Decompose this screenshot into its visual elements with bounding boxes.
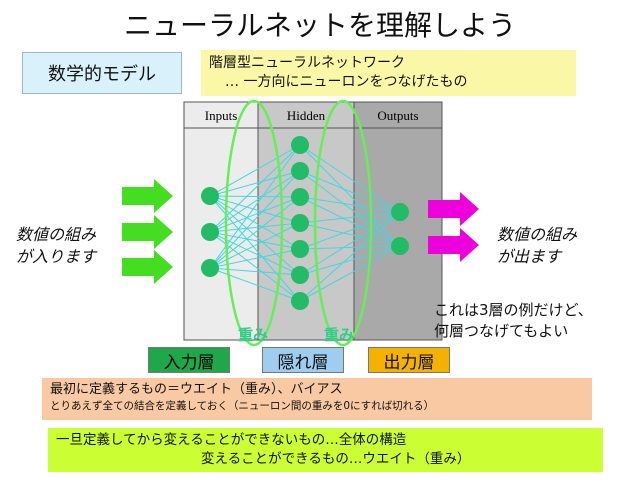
inputs-header: Inputs [205, 108, 238, 123]
weight-label-2: 重み [324, 326, 354, 344]
output-arrow [428, 228, 479, 262]
input-layer-label: 入力層 [148, 347, 230, 373]
input-arrow [122, 179, 173, 213]
layer-example-line: これは3層の例だけど、 [434, 301, 593, 319]
note-line-1: 階層型ニューラルネットワーク [209, 55, 405, 71]
edge [299, 144, 401, 213]
input-description: 数値の組み が入ります [16, 224, 96, 268]
edge [209, 195, 301, 224]
edge [299, 222, 401, 247]
layer-example-line: 何層つなげてもよい [434, 322, 569, 340]
outputs-header: Outputs [377, 108, 418, 123]
input-node [201, 223, 219, 241]
edge [209, 231, 301, 302]
network-diagram: Inputs Hidden Outputs 重み 重み [122, 99, 479, 347]
input-arrow [122, 250, 173, 284]
output-node [391, 203, 409, 221]
input-node [201, 187, 219, 205]
edge [299, 211, 401, 302]
model-label-box: 数学的モデル [22, 52, 182, 94]
page-title: ニューラルネットを理解しよう [123, 9, 516, 42]
input-node [201, 259, 219, 277]
hidden-node [291, 240, 309, 258]
output-arrow [428, 192, 479, 226]
edge [209, 170, 301, 197]
definition-box: 最初に定義するもの＝ウエイト（重み）、バイアス とりあえず全ての結合を定義してお… [42, 378, 592, 420]
weight-ellipse-2 [313, 99, 373, 347]
input-description-line: 数値の組み [16, 225, 97, 244]
output-description: 数値の組み が出ます [497, 224, 577, 268]
edge [209, 267, 301, 276]
output-node [391, 237, 409, 255]
structure-line-2: 変えることができるもの…ウエイト（重み） [201, 451, 471, 467]
input-arrows [122, 179, 173, 284]
hidden-node [291, 292, 309, 310]
edge [299, 245, 401, 302]
edge [299, 211, 401, 224]
model-label: 数学的モデル [48, 64, 156, 85]
definition-line-1: 最初に定義するもの＝ウエイト（重み）、バイアス [50, 382, 343, 397]
edge [209, 248, 301, 269]
output-description-line: 数値の組み [497, 225, 578, 244]
edge [209, 267, 301, 302]
note-line-2: … 一方向にニューロンをつなげたもの [225, 74, 468, 90]
edge [209, 196, 301, 269]
structure-box: 一旦定義してから変えることができないもの…全体の構造 変えることができるもの…ウ… [48, 428, 603, 472]
edge [299, 211, 401, 250]
definition-line-2: とりあえず全ての結合を定義しておく（ニューロン間の重みを0にすれば切れる） [50, 400, 435, 412]
edge [209, 195, 301, 198]
weight-ellipse-1 [224, 99, 284, 347]
edge [299, 144, 401, 247]
hidden-node [291, 162, 309, 180]
hidden-node [291, 188, 309, 206]
input-arrow [122, 215, 173, 249]
neuron-nodes [201, 136, 409, 310]
hidden-node [291, 266, 309, 284]
input-description-line: が入ります [16, 247, 97, 266]
output-arrows [428, 192, 479, 262]
output-layer-label: 出力層 [368, 347, 450, 373]
edge [209, 170, 301, 269]
edge [209, 222, 301, 269]
output-description-line: が出ます [497, 247, 562, 266]
hidden-node [291, 136, 309, 154]
hidden-node [291, 214, 309, 232]
edge [209, 144, 301, 269]
note-box: 階層型ニューラルネットワーク … 一方向にニューロンをつなげたもの [201, 50, 576, 96]
edge [209, 144, 301, 197]
hidden-header: Hidden [287, 108, 326, 123]
layer-example-note: これは3層の例だけど、 何層つなげてもよい [434, 300, 593, 342]
structure-line-1: 一旦定義してから変えることができないもの…全体の構造 [56, 432, 407, 448]
edge [299, 196, 401, 247]
edge [209, 195, 301, 250]
weight-label-1: 重み [238, 326, 268, 344]
hidden-layer-label: 隠れ層 [262, 347, 344, 373]
